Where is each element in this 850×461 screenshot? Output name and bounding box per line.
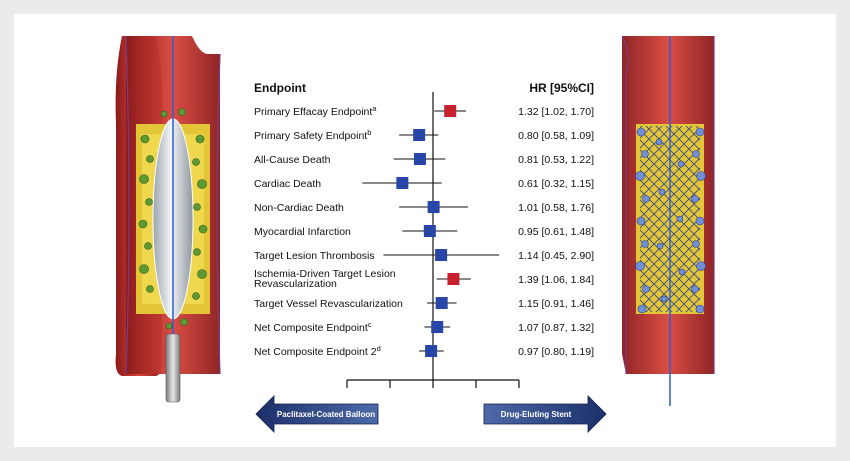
figure-panel: Endpoint HR [95%CI] Primary Effacay Endp…: [14, 14, 836, 447]
hr-ci-label: 0.61 [0.32, 1.15]: [518, 178, 594, 190]
endpoint-label: All-Cause Death: [254, 154, 331, 166]
hr-ci-label: 0.81 [0.53, 1.22]: [518, 154, 594, 166]
endpoint-label-superscript: b: [367, 128, 371, 137]
point-estimate-marker: [444, 105, 457, 117]
endpoint-label-superscript: d: [377, 344, 381, 353]
endpoint-label: Net Composite Endpoint 2d: [254, 344, 381, 358]
endpoint-label: Net Composite Endpointc: [254, 320, 372, 334]
point-estimate-marker: [431, 321, 444, 333]
endpoint-label-superscript: a: [372, 104, 377, 113]
point-estimate-marker: [423, 225, 436, 237]
hr-ci-label: 0.97 [0.80, 1.19]: [518, 346, 594, 358]
stent-vessel-illustration: [621, 35, 715, 406]
hr-ci-label: 1.39 [1.06, 1.84]: [518, 274, 594, 286]
endpoint-label: Primary Effacay Endpointa: [254, 104, 377, 118]
hr-ci-label: 1.14 [0.45, 2.90]: [518, 250, 594, 262]
point-estimate-marker: [435, 249, 448, 261]
endpoint-label: Myocardial Infarction: [254, 226, 351, 238]
right-arrow-label: Drug-Eluting Stent: [501, 410, 572, 419]
point-estimate-marker: [425, 345, 438, 357]
endpoint-label: Ischemia-Driven Target Lesion: [254, 268, 396, 280]
endpoint-label-line2: Revascularization: [254, 278, 337, 290]
hr-ci-label: 1.15 [0.91, 1.46]: [518, 298, 594, 310]
balloon-vessel-illustration: [115, 35, 221, 403]
endpoint-label: Cardiac Death: [254, 178, 321, 190]
point-estimate-marker: [427, 201, 440, 213]
endpoint-label: Target Vessel Revascularization: [254, 298, 403, 310]
endpoint-label: Target Lesion Thrombosis: [254, 250, 375, 262]
hr-ci-label: 1.01 [0.58, 1.76]: [518, 202, 594, 214]
endpoint-label: Non-Cardiac Death: [254, 202, 344, 214]
left-arrow-label: Paclitaxel-Coated Balloon: [277, 410, 375, 419]
hr-ci-label: 0.80 [0.58, 1.09]: [518, 130, 594, 142]
forest-plot-area: Primary Effacay Endpointa 1.32 [1.02, 1.7…: [254, 92, 594, 388]
favours-left-arrow: Paclitaxel-Coated Balloon: [255, 395, 379, 433]
forest-plot-figure: Endpoint HR [95%CI] Primary Effacay Endp…: [115, 35, 715, 433]
point-estimate-marker: [413, 153, 426, 165]
point-estimate-marker: [396, 177, 409, 189]
hr-ci-label: 1.32 [1.02, 1.70]: [518, 106, 594, 118]
endpoint-label-superscript: c: [368, 320, 372, 329]
endpoint-header: Endpoint: [254, 81, 306, 95]
favours-right-arrow: Drug-Eluting Stent: [483, 395, 607, 433]
point-estimate-marker: [447, 273, 460, 285]
endpoint-label: Primary Safety Endpointb: [254, 128, 371, 142]
hr-header: HR [95%CI]: [529, 81, 594, 95]
point-estimate-marker: [413, 129, 426, 141]
hr-ci-label: 0.95 [0.61, 1.48]: [518, 226, 594, 238]
point-estimate-marker: [435, 297, 448, 309]
hr-ci-label: 1.07 [0.87, 1.32]: [518, 322, 594, 334]
